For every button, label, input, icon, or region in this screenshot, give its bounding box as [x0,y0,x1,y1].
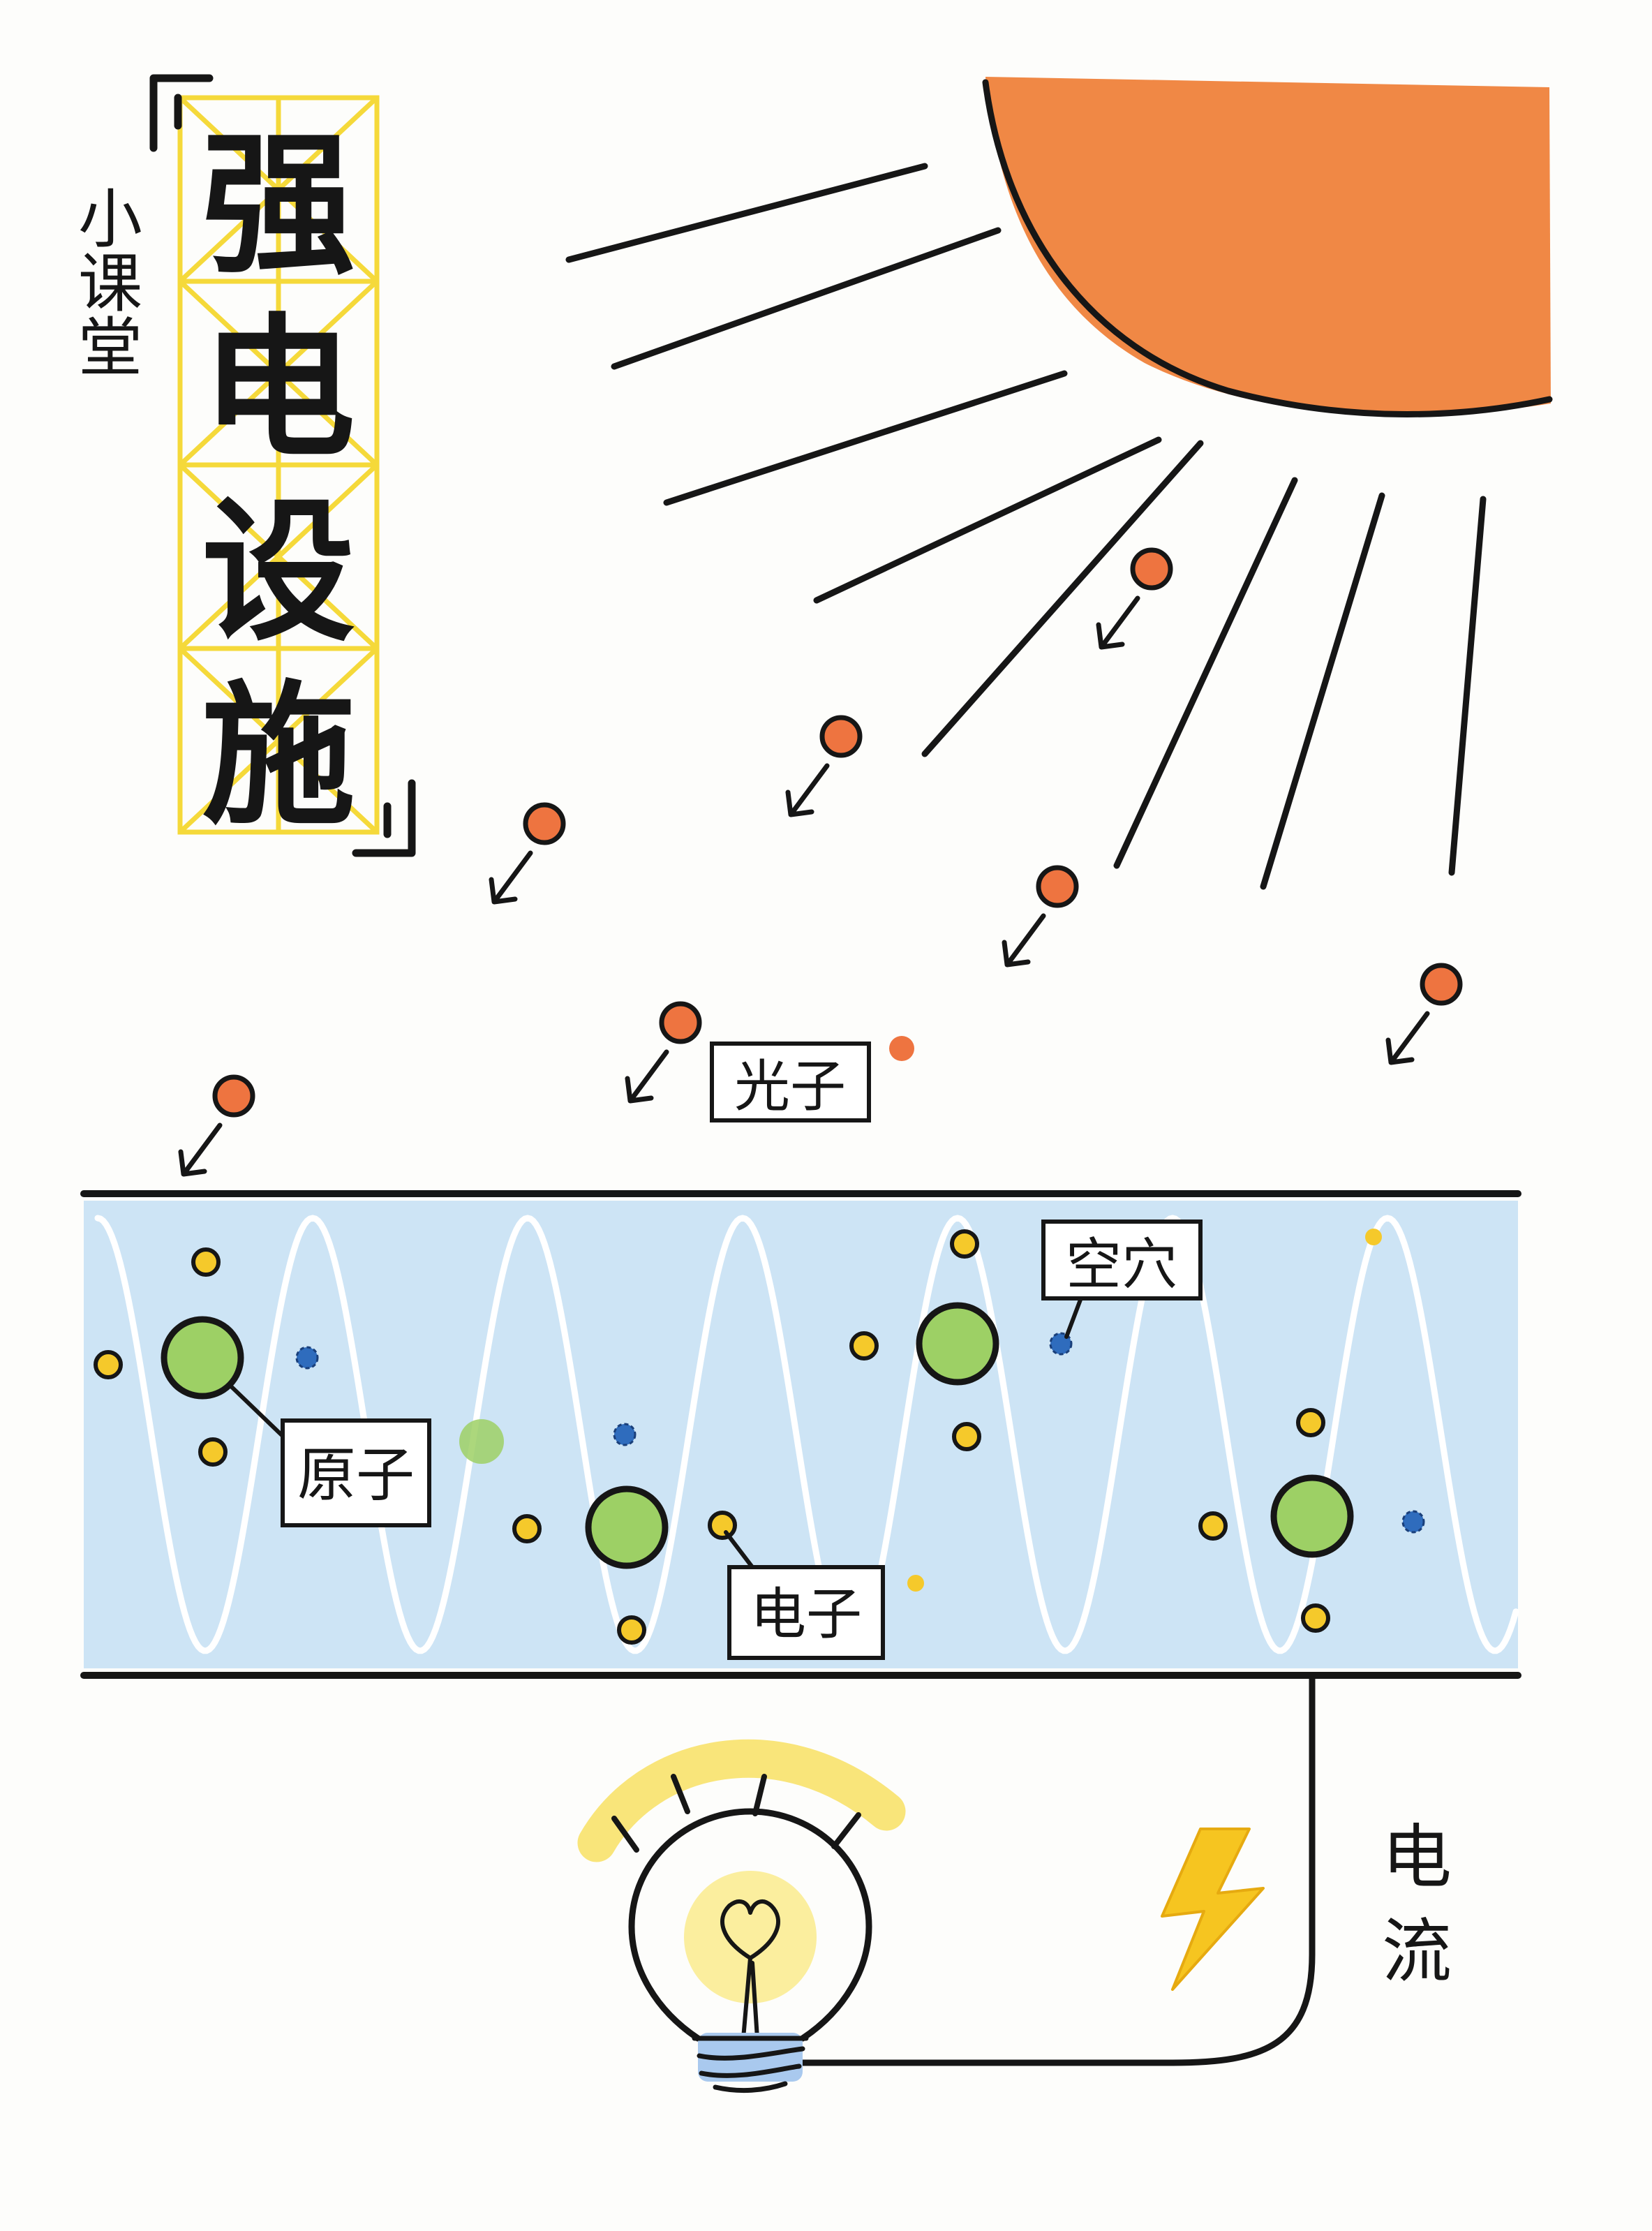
atom [585,1485,669,1569]
electron [950,1229,979,1259]
electron-pointer [724,1530,754,1569]
electron [1301,1603,1330,1633]
photon [785,715,863,817]
particle-group [94,1229,1425,1645]
photon [178,1074,255,1177]
circuit-wire [782,1675,1316,2066]
electron-label: 电子 [724,1530,885,1660]
electron [1365,1229,1382,1245]
hole-label-text: 空穴 [1066,1232,1177,1297]
atom [916,1302,999,1386]
band-wave [94,1215,1519,1654]
bulb-glow [577,1739,906,1862]
title-char-4: 施 [202,667,355,845]
atom-label: 原子 [228,1384,431,1527]
light-bulb-icon [577,1739,906,2093]
electron [952,1422,981,1451]
title-char-2: 电 [202,299,355,478]
atom [459,1419,504,1464]
title-block: 强 电 设 施 小课堂 [68,74,416,857]
photon [1096,547,1173,650]
hole [613,1423,637,1446]
photon [1002,865,1079,968]
hole-pointer [1064,1298,1082,1339]
photon-dot [889,1036,914,1061]
electron [512,1514,542,1543]
bracket-open [149,74,214,152]
electron [708,1511,737,1540]
bracket-close [352,779,416,857]
series-label: 小课堂 [68,185,142,378]
photon [489,802,566,905]
photon-group [178,547,1463,1177]
current-label-char-2: 流 [1382,1911,1452,1992]
title-char-3: 设 [202,483,355,662]
atom-label-text: 原子 [297,1441,415,1509]
photon-label: 光子 [710,1042,871,1122]
sun-rays [565,163,1487,890]
electron [191,1247,221,1277]
electron [907,1575,924,1592]
sun-icon [982,77,1553,417]
photon-label-text: 光子 [734,1054,846,1119]
atom-pointer [228,1384,287,1440]
electron [617,1615,646,1645]
electron [1296,1408,1325,1437]
electron-label-text: 电子 [750,1582,862,1647]
atom [1270,1474,1354,1558]
hole [1401,1510,1425,1534]
hole-label: 空穴 [1041,1220,1203,1339]
hole [295,1346,319,1370]
electron [1198,1511,1228,1541]
lightning-bolt-icon [1161,1828,1265,1991]
electron [198,1437,228,1467]
title-grid [177,95,380,835]
electron [849,1331,879,1361]
title-char-1: 强 [202,116,355,295]
photon [625,1001,702,1104]
atom [161,1316,244,1400]
electron [94,1350,123,1379]
current-label-char-1: 电 [1382,1816,1452,1898]
photon [1385,963,1463,1065]
